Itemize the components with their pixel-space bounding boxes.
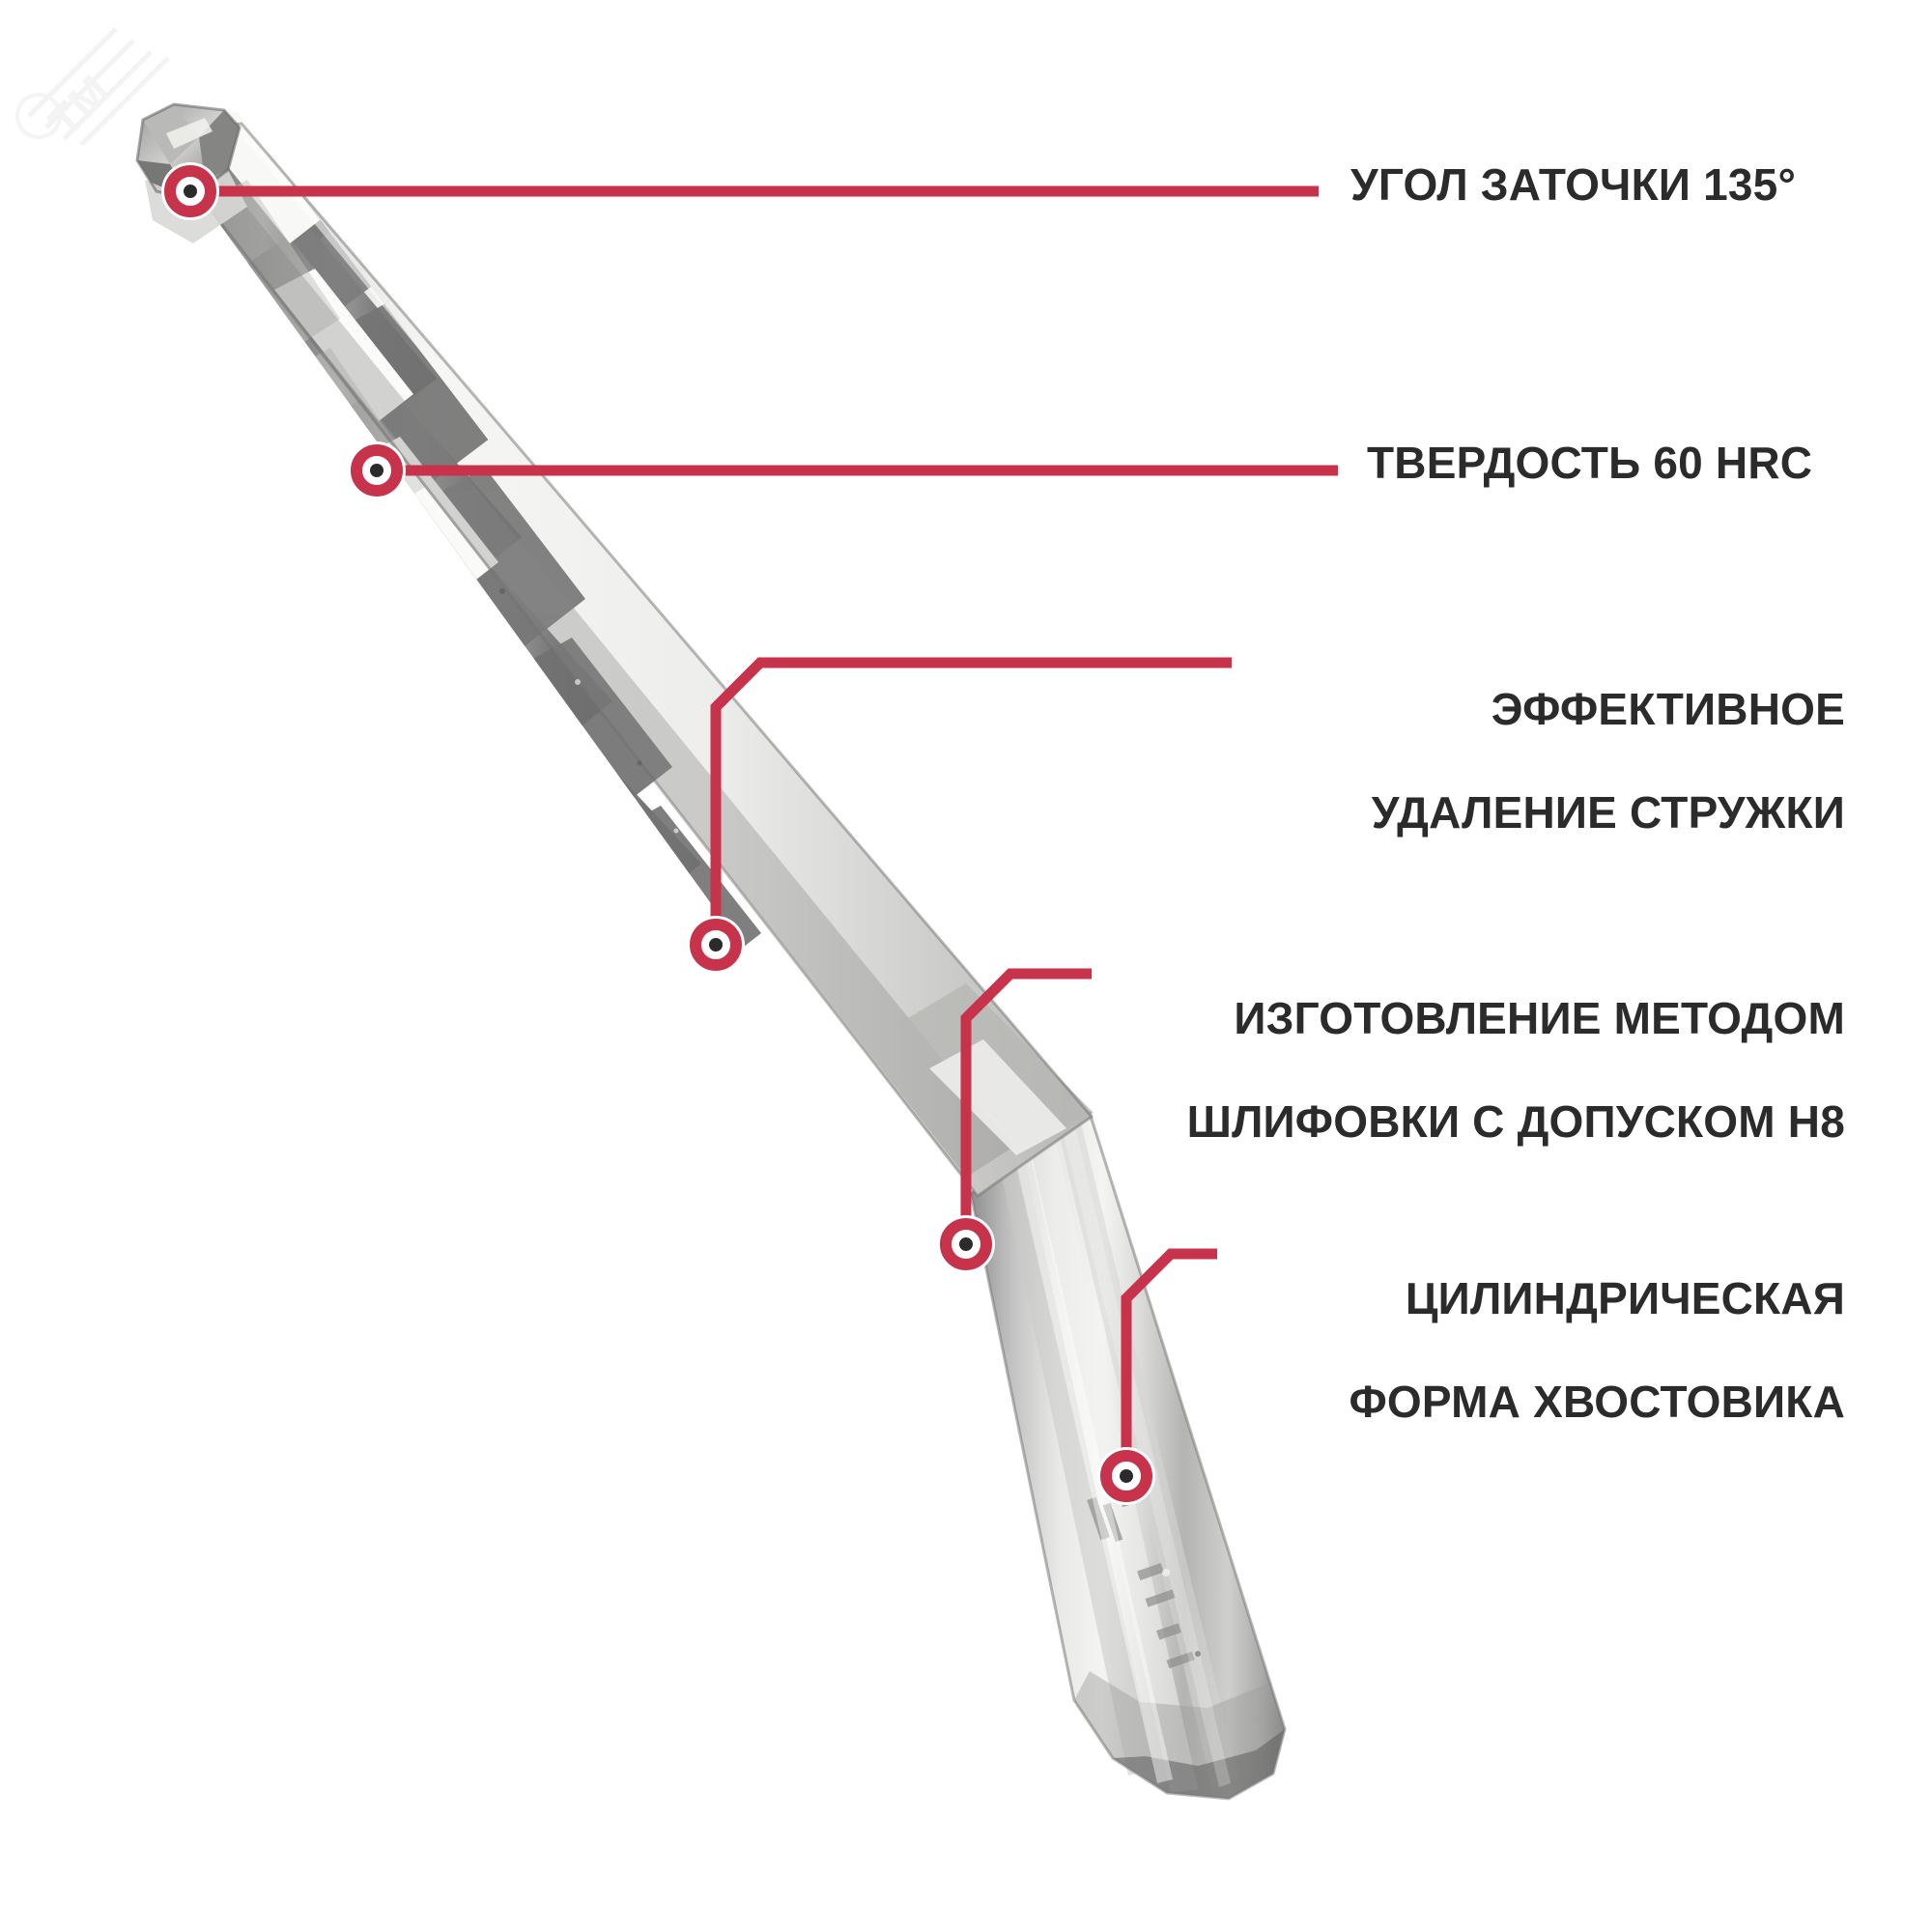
callout-dot-core-hardness[interactable] (370, 464, 384, 477)
callout-dot-ring-hardness[interactable] (351, 444, 403, 497)
leader-line-shank-shape (1121, 1248, 1217, 1476)
callout-label-point-angle: УГОЛ ЗАТОЧКИ 135° (1350, 159, 1797, 210)
callout-label-hardness: ТВЕРДОСТЬ 60 HRC (1367, 438, 1813, 488)
callout-label-chip-removal: ЭФФЕКТИВНОЕ УДАЛЕНИЕ СТРУЖКИ (1372, 633, 1845, 891)
callout-dot-ring-ground-tolerance[interactable] (940, 1218, 992, 1270)
leader-line-ground-tolerance (960, 968, 1092, 1244)
callout-line-1: ЭФФЕКТИВНОЕ (1491, 684, 1845, 735)
callout-dot-core-shank-shape[interactable] (1120, 1469, 1133, 1483)
callout-dot-core-point-angle[interactable] (184, 185, 197, 198)
callout-line-2: ШЛИФОВКИ С ДОПУСКОМ H8 (1186, 1096, 1845, 1148)
callout-line-1: ИЗГОТОВЛЕНИЕ МЕТОДОМ (1234, 993, 1845, 1044)
callout-line-1: ЦИЛИНДРИЧЕСКАЯ (1405, 1273, 1845, 1324)
callout-label-shank-shape: ЦИЛИНДРИЧЕСКАЯ ФОРМА ХВОСТОВИКА (1349, 1222, 1845, 1480)
callout-dot-ring-chip-removal[interactable] (690, 919, 742, 971)
callout-dot-ring-shank-shape[interactable] (1100, 1450, 1152, 1502)
callout-dot-ring-point-angle[interactable] (164, 165, 216, 217)
callout-line-2: УДАЛЕНИЕ СТРУЖКИ (1371, 787, 1845, 838)
callout-dot-core-chip-removal[interactable] (709, 938, 723, 952)
callout-label-ground-tolerance: ИЗГОТОВЛЕНИЕ МЕТОДОМ ШЛИФОВКИ С ДОПУСКОМ… (1187, 942, 1845, 1200)
callout-line-2: ФОРМА ХВОСТОВИКА (1349, 1377, 1845, 1428)
callout-dot-core-ground-tolerance[interactable] (959, 1237, 973, 1251)
leader-line-chip-removal (710, 657, 1232, 945)
